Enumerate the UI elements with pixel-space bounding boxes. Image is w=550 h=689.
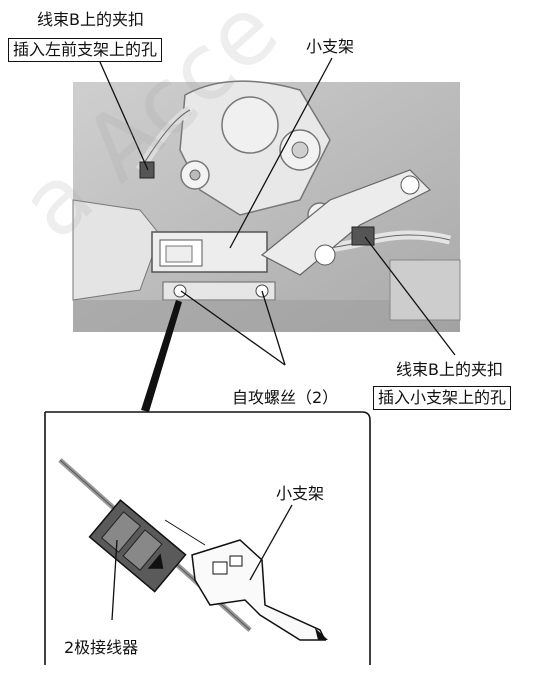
label-small-bracket-top: 小支架: [306, 37, 355, 56]
label-connector-2pin: 2极接线器: [64, 638, 139, 657]
leader-screw-left: [180, 290, 286, 366]
label-clip-right-line2: 插入小支架上的孔: [373, 386, 512, 410]
leader-clip-top: [99, 61, 149, 171]
label-clip-top-line2: 插入左前支架上的孔: [8, 38, 163, 62]
engine-photo: [72, 80, 461, 332]
leader-clip-right: [364, 236, 456, 356]
label-small-bracket-detail: 小支架: [276, 484, 325, 503]
detail-pointer: [141, 300, 182, 412]
label-self-tapping-screws: 自攻螺丝（2）: [232, 388, 339, 407]
leader-screw-right: [261, 290, 286, 366]
leader-bracket-top: [229, 57, 333, 249]
leader-connector: [111, 539, 118, 621]
leader-bracket-detail: [249, 504, 293, 581]
detail-panel: [44, 411, 371, 665]
label-clip-top-line1: 线束B上的夹扣: [37, 10, 144, 29]
label-clip-right-line1: 线束B上的夹扣: [396, 360, 503, 379]
